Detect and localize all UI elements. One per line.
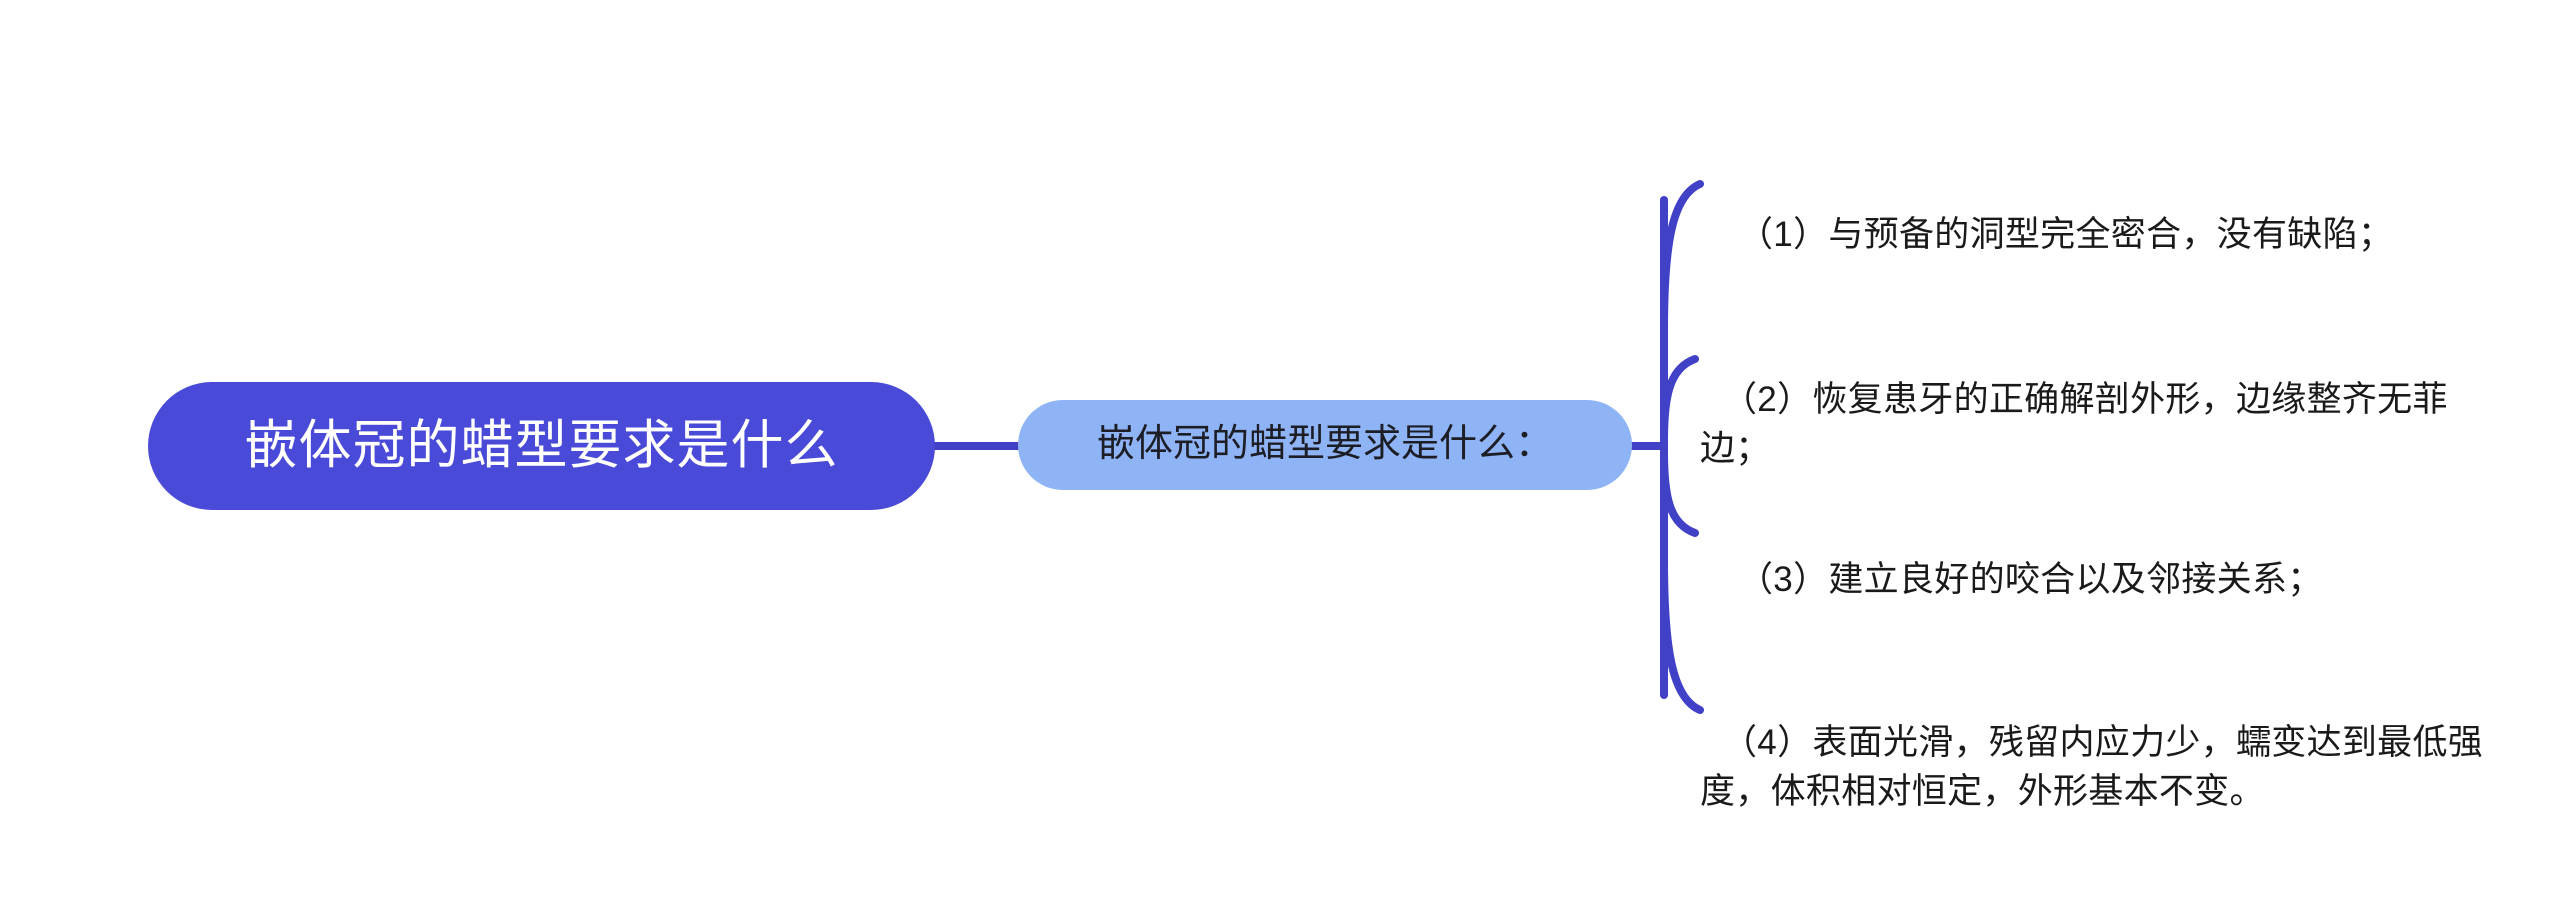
connector-curve-leaf-3 [1660,448,1699,537]
leaf-node-1[interactable]: （1）与预备的洞型完全密合，没有缺陷； [1716,160,2476,309]
connector-curve-leaf-2 [1660,355,1699,444]
root-node[interactable]: 嵌体冠的蜡型要求是什么 [148,382,935,510]
root-node-label: 嵌体冠的蜡型要求是什么 [244,416,839,476]
leaf-node-3-label: （3）建立良好的咬合以及邻接关系； [1738,559,2323,599]
connector-curve-leaf-4 [1660,556,1704,714]
leaf-node-3[interactable]: （3）建立良好的咬合以及邻接关系； [1716,505,2476,654]
leaf-node-1-label: （1）与预备的洞型完全密合，没有缺陷； [1738,214,2394,254]
leaf-node-4-label: （4）表面光滑，残留内应力少，蠕变达到最低强度，体积相对恒定，外形基本不变。 [1700,722,2484,812]
leaf-node-4[interactable]: （4）表面光滑，残留内应力少，蠕变达到最低强度，体积相对恒定，外形基本不变。 [1700,668,2490,867]
leaf-node-2[interactable]: （2）恢复患牙的正确解剖外形，边缘整齐无菲边； [1700,325,2470,524]
connector-curve-leaf-1 [1660,180,1704,334]
branch-node[interactable]: 嵌体冠的蜡型要求是什么： [1018,400,1632,490]
branch-node-label: 嵌体冠的蜡型要求是什么： [1096,423,1553,466]
leaf-node-2-label: （2）恢复患牙的正确解剖外形，边缘整齐无菲边； [1700,379,2448,469]
